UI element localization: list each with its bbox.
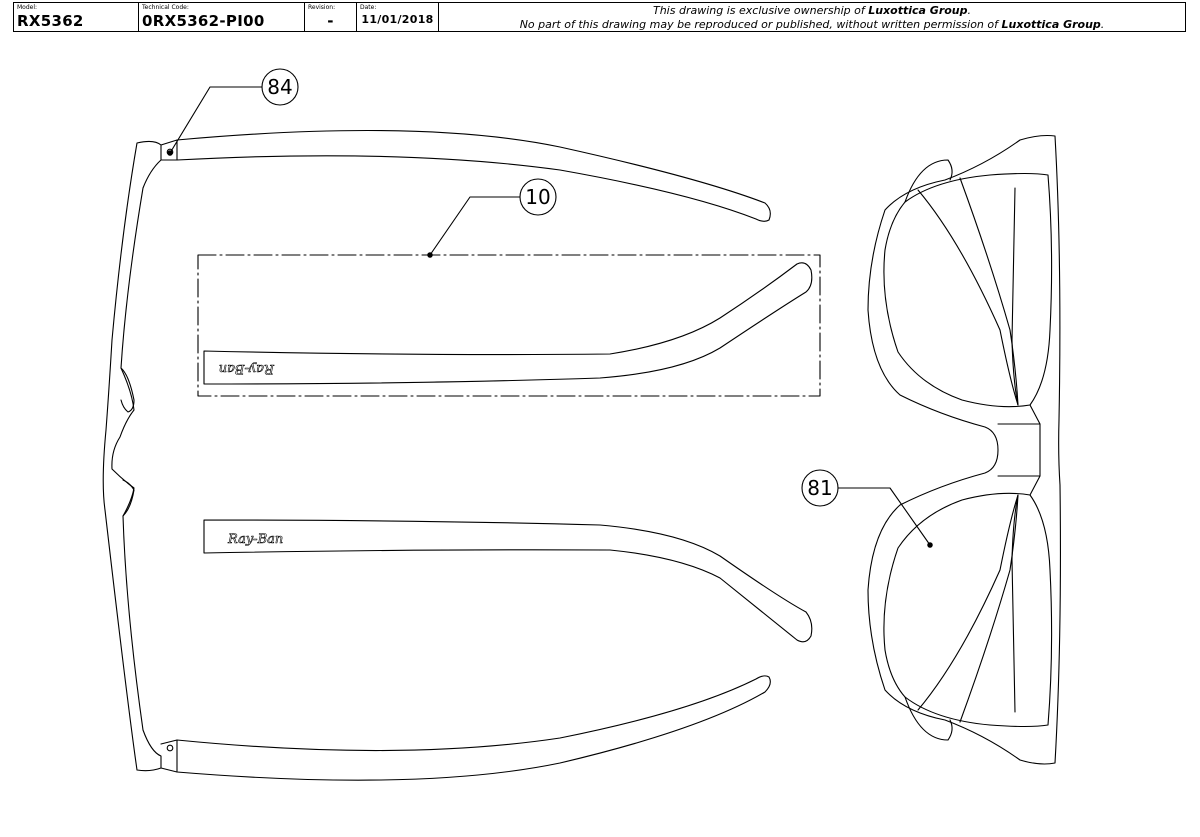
model-label: Model: (17, 4, 38, 11)
callout-84: 84 (167, 68, 299, 156)
callout-10-label: 10 (525, 185, 550, 209)
callout-81: 81 (801, 469, 933, 548)
title-block: Model: RX5362 Technical Code: 0RX5362-PI… (13, 2, 1186, 32)
temple-top-lower (160, 675, 771, 781)
technical-code-label: Technical Code: (142, 4, 189, 11)
ownership-line-2: No part of this drawing may be reproduce… (519, 18, 1105, 31)
temple-logo-upper: Ray-Ban (219, 361, 275, 376)
technical-code-value: 0RX5362-PI00 (142, 12, 265, 30)
screw-lower (166, 744, 174, 752)
ownership-cell: This drawing is exclusive ownership of L… (439, 3, 1185, 31)
lens-lower-facet-2 (959, 494, 1019, 723)
callout-84-leader (169, 86, 263, 154)
bridge-outline (997, 423, 1041, 477)
callout-81-dot (927, 542, 933, 548)
frame-front-view (867, 134, 1061, 765)
callout-84-label: 84 (267, 75, 292, 99)
temple-top-upper (160, 129, 771, 222)
temple-side-lower-outline (203, 519, 813, 643)
callout-84-dot (167, 150, 173, 156)
revision-label: Revision: (308, 4, 336, 11)
callout-10-leader (429, 196, 521, 256)
lens-upper-facet-1 (917, 189, 1019, 406)
frame-top-view (102, 129, 771, 781)
nosepad-upper (120, 367, 135, 413)
lens-upper-facet-3 (1011, 187, 1019, 406)
bridge-inner-line (1029, 404, 1041, 496)
temple-logo-lower: Ray-Ban (227, 532, 283, 547)
ownership-line-1: This drawing is exclusive ownership of L… (652, 4, 972, 17)
revision-cell: Revision: - (305, 3, 357, 31)
temple-side-upper-outline (203, 262, 813, 385)
temple-side-view-upper: Ray-Ban (203, 262, 813, 385)
ownership-notice: This drawing is exclusive ownership of L… (439, 3, 1185, 31)
model-value: RX5362 (17, 12, 84, 30)
lens-lower-facet-1 (917, 494, 1019, 711)
technical-code-cell: Technical Code: 0RX5362-PI00 (139, 3, 305, 31)
temple-highlight-box (197, 254, 821, 397)
revision-value: - (327, 12, 334, 30)
callout-81-leader (837, 487, 931, 546)
date-value: 11/01/2018 (361, 13, 434, 26)
temple-end-upper (904, 159, 953, 203)
date-cell: Date: 11/01/2018 (357, 3, 439, 31)
lens-lower-outline (883, 492, 1053, 728)
model-cell: Model: RX5362 (14, 3, 139, 31)
temple-side-view-lower: Ray-Ban (203, 519, 813, 643)
frame-front-outline (867, 134, 1061, 765)
temple-end-lower (904, 696, 953, 741)
frame-front-top-view (102, 140, 162, 772)
nosepad-lower (122, 479, 135, 517)
lens-upper-outline (883, 172, 1053, 408)
date-label: Date: (360, 4, 377, 11)
callout-10-dot (427, 252, 433, 258)
lens-lower-facet-3 (1011, 494, 1019, 713)
callout-81-label: 81 (807, 476, 832, 500)
lens-upper-facet-2 (959, 177, 1019, 406)
callout-10: 10 (197, 178, 821, 397)
